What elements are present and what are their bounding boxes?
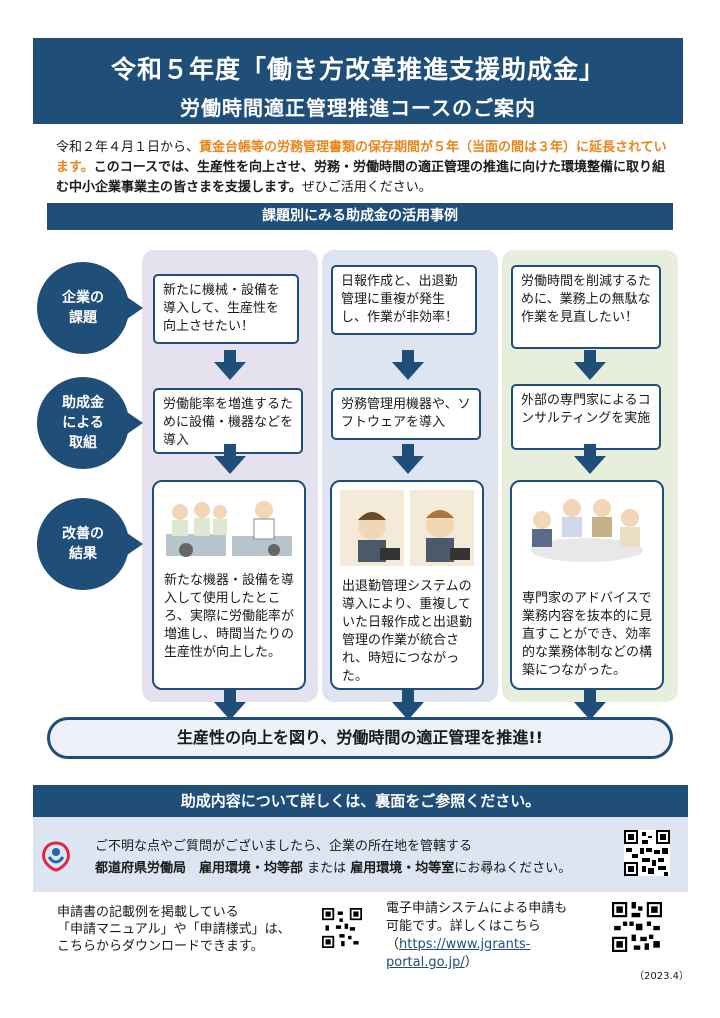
contact-line1: ご不明な点やご質問がございましたら、企業の所在地を管轄する (95, 839, 473, 854)
jgrants-link[interactable]: https://www.jgrants- (399, 937, 531, 952)
down-arrow-icon (214, 350, 246, 380)
meeting-illustration-icon (520, 490, 654, 568)
down-arrow-icon (392, 690, 424, 720)
down-arrow-icon (392, 444, 424, 474)
row-label-action-text: 助成金 による 取組 (62, 395, 104, 451)
e-app-link-line2: portal.go.jp/） (386, 954, 567, 972)
issue-box-3: 労働時間を削減するために、業務上の無駄な作業を見直したい！ (511, 265, 661, 349)
issue-box-2: 日報作成と、出退勤管理に重複が発生し、作業が非効率！ (331, 265, 477, 335)
result-box-2: 出退勤管理システムの導入により、重複していた日報作成と出退勤管理の作業が統合され… (330, 480, 484, 690)
intro-part2: ぜひご活用ください。 (301, 180, 432, 195)
intro-highlight: 賃金台帳等の労務管理書類の保存期間が５年（当面の間は３年）に延長されています。 (56, 140, 667, 175)
detail-banner: 助成内容について詳しくは、裏面をご参照ください。 (33, 785, 688, 817)
result-box-3: 専門家のアドバイスで業務内容を抜本的に見直すことができ、効率的な業務体制などの構… (510, 480, 664, 690)
down-arrow-icon (574, 690, 606, 720)
qr-code-icon (612, 902, 662, 952)
qr-code-icon (624, 830, 670, 876)
action-box-3: 外部の専門家によるコンサルティングを実施 (511, 384, 661, 450)
action-box-1: 労働能率を増進するために設備・機器などを導入 (153, 388, 303, 454)
row-label-issue: 企業の 課題 (37, 262, 129, 354)
manual-note-line1: 申請書の記載例を掲載している (57, 905, 239, 920)
e-app-line1: 電子申請システムによる申請も (386, 901, 568, 916)
e-app-open-paren: （ (386, 937, 400, 952)
result-box-1: 新たな機器・設備を導入して使用したところ、実際に労働能率が増進し、時間当たりの生… (152, 480, 306, 690)
issue-text-2: 日報作成と、出退勤管理に重複が発生し、作業が非効率！ (341, 274, 459, 325)
contact-or: または (303, 861, 351, 876)
intro-bold: このコースでは、生産性を向上させ、労務・労働時間の適正管理の推進に向けた環境整備… (56, 160, 666, 195)
result-text-3: 専門家のアドバイスで業務内容を抜本的に見直すことができ、効率的な業務体制などの構… (522, 591, 653, 678)
factory-workers-illustration-icon (162, 490, 296, 568)
manual-download-note: 申請書の記載例を掲載している 「申請マニュアル」や「申請様式」は、 こちらからダ… (57, 904, 291, 955)
office-workers-illustration-icon (340, 490, 474, 568)
cases-banner: 課題別にみる助成金の活用事例 (47, 203, 673, 230)
e-app-line2: 可能です。詳しくはこちら (386, 919, 541, 934)
header-banner: 令和５年度「働き方改革推進支援助成金」 労働時間適正管理推進コースのご案内 (33, 38, 683, 124)
intro-text: 令和２年４月１日から、賃金台帳等の労務管理書類の保存期間が５年（当面の間は３年）… (56, 138, 676, 198)
e-app-link-line1: （https://www.jgrants- (386, 936, 567, 954)
manual-note-line2: 「申請マニュアル」や「申請様式」は、 (57, 922, 291, 937)
e-app-close-paren: ） (464, 955, 478, 970)
contact-panel: ご不明な点やご質問がございましたら、企業の所在地を管轄する 都道府県労働局 雇用… (33, 817, 688, 892)
issue-text-1: 新たに機械・設備を導入して、生産性を向上させたい！ (163, 283, 281, 334)
issue-text-3: 労働時間を削減するために、業務上の無駄な作業を見直したい！ (521, 274, 652, 325)
row-label-result-text: 改善の 結果 (62, 526, 104, 562)
contact-office2: 雇用環境・均等室 (350, 861, 455, 876)
down-arrow-icon (214, 690, 246, 720)
e-application-note: 電子申請システムによる申請も 可能です。詳しくはこちら （https://www… (386, 900, 567, 972)
jgrants-qr-code-icon[interactable] (612, 902, 662, 952)
down-arrow-icon (392, 350, 424, 380)
down-arrow-icon (574, 444, 606, 474)
down-arrow-icon (574, 350, 606, 380)
row-label-result: 改善の 結果 (37, 498, 129, 590)
row-label-action: 助成金 による 取組 (37, 377, 129, 469)
action-text-3: 外部の専門家によるコンサルティングを実施 (521, 393, 651, 426)
row-label-issue-text: 企業の 課題 (62, 290, 104, 326)
publish-date: （2023.4） (634, 971, 689, 982)
mhlw-logo-icon (42, 841, 70, 872)
manual-qr-code-icon[interactable] (322, 908, 362, 948)
down-arrow-icon (214, 444, 246, 474)
contact-line2: 都道府県労働局 雇用環境・均等部 または 雇用環境・均等室にお尋ねください。 (95, 857, 571, 876)
action-text-1: 労働能率を増進するために設備・機器などを導入 (163, 397, 294, 448)
action-text-2: 労務管理用機器や、ソフトウェアを導入 (341, 397, 471, 430)
manual-note-line3: こちらからダウンロードできます。 (57, 939, 264, 954)
result-text-2: 出退勤管理システムの導入により、重複していた日報作成と出退勤管理の作業が統合され… (342, 579, 473, 684)
jgrants-link-cont[interactable]: portal.go.jp/ (386, 955, 465, 970)
action-box-2: 労務管理用機器や、ソフトウェアを導入 (331, 388, 481, 440)
page-subtitle: 労働時間適正管理推進コースのご案内 (180, 96, 536, 120)
contact-qr-code-icon[interactable] (624, 830, 670, 876)
page-title: 令和５年度「働き方改革推進支援助成金」 (110, 55, 605, 84)
intro-part1: 令和２年４月１日から、 (56, 140, 200, 155)
qr-code-icon (322, 908, 362, 948)
contact-office1: 都道府県労働局 雇用環境・均等部 (95, 861, 304, 876)
contact-end: にお尋ねください。 (454, 861, 572, 876)
issue-box-1: 新たに機械・設備を導入して、生産性を向上させたい！ (153, 274, 299, 344)
goal-banner: 生産性の向上を図り、労働時間の適正管理を推進!! (47, 717, 673, 759)
result-text-1: 新たな機器・設備を導入して使用したところ、実際に労働能率が増進し、時間当たりの生… (164, 573, 295, 660)
